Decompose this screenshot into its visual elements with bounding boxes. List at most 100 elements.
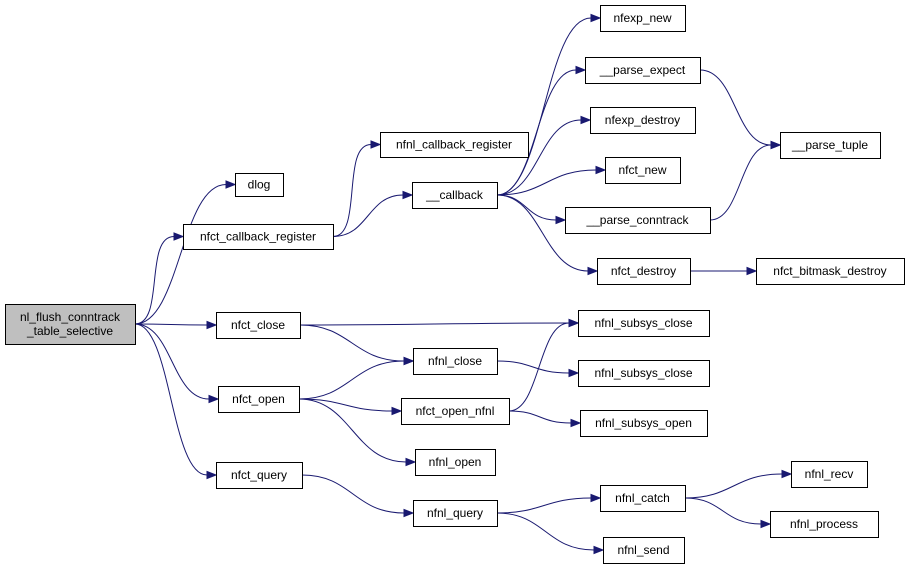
edge-nfct-callback-register-to-nfnl-callback-register [332,140,382,237]
edge-arrowhead [595,165,607,175]
node-box [603,537,685,564]
edge-nfct-destroy-to-nfct-bitmask-destroy [689,266,758,276]
edge-arrowhead [570,418,582,428]
edge-arrowhead [575,65,587,75]
edge-nfnl-close-to-nfnl-subsys-close-2 [496,360,580,378]
edge-arrowhead [402,190,414,200]
edge-line [508,322,570,412]
node-box [597,258,691,285]
node-dlog[interactable]: dlog [235,173,284,197]
edge-nfnl-query-to-nfnl-catch [496,493,602,514]
node-nfct-new[interactable]: nfct_new [605,157,681,184]
edge-arrowhead [208,394,220,404]
edge-line [298,360,405,400]
edge-line [134,236,175,325]
edge-arrowhead [770,140,782,150]
edge-nfnl-query-to-nfnl-send [496,512,605,555]
edge-line [684,473,783,499]
node-label: nfnl_subsys_close [594,366,692,380]
node-nfnl-process[interactable]: nfnl_process [770,511,879,538]
edge-arrowhead [781,469,793,479]
edge-line [496,512,595,551]
node-label: nfct_callback_register [200,230,316,244]
edge-arrowhead [760,519,772,529]
node-box [791,461,868,488]
edge-line [332,144,372,237]
node-nfct-destroy[interactable]: nfct_destroy [597,258,691,285]
node-nfnl-callback-register[interactable]: nfnl_callback_register [380,132,529,158]
node-parse-expect[interactable]: __parse_expect [585,57,701,84]
node-label: nfct_new [618,163,666,177]
edge-nfnl-catch-to-nfnl-recv [684,469,793,499]
edge-nfct-open-nfnl-to-nfnl-subsys-close-1 [508,318,580,412]
edge-line [298,398,393,412]
node-box [216,312,301,339]
node-nfct-bitmask-destroy[interactable]: nfct_bitmask_destroy [756,258,905,285]
node-nfnl-catch[interactable]: nfnl_catch [600,485,686,512]
node-label: nfnl_query [427,506,483,520]
edge-arrowhead [746,266,758,276]
node-parse-tuple[interactable]: __parse_tuple [780,132,881,159]
node-label: nl_flush_conntrack [20,310,121,324]
node-nfnl-send[interactable]: nfnl_send [603,537,685,564]
node-nfnl-recv[interactable]: nfnl_recv [791,461,868,488]
edge-parse-conntrack-to-parse-tuple [709,140,782,221]
edge-line [496,119,582,196]
edge-nfct-open-to-nfnl-close [298,356,415,400]
node-nfct-close[interactable]: nfct_close [216,312,301,339]
node-nfct-open[interactable]: nfct_open [218,386,300,413]
edge-root-to-nfct-query [134,323,218,480]
node-nfexp-destroy[interactable]: nfexp_destroy [590,107,696,134]
node-nfnl-close[interactable]: nfnl_close [413,348,498,375]
node-box [218,386,300,413]
node-box [216,462,303,489]
node-box [565,207,711,234]
nodes-layer: nl_flush_conntrack_table_selectivedlognf… [5,5,905,564]
edge-nfct-close-to-nfnl-subsys-close-1 [299,318,580,328]
node-box [780,132,881,159]
node-nfnl-subsys-close-1[interactable]: nfnl_subsys_close [578,310,710,337]
node-label: nfnl_callback_register [396,138,512,152]
node-label: nfct_query [231,468,287,482]
edge-arrowhead [173,232,185,241]
edge-nfct-query-to-nfnl-query [301,474,415,518]
node-nfnl-subsys-close-2[interactable]: nfnl_subsys_close [578,360,710,387]
node-parse-conntrack[interactable]: __parse_conntrack [565,207,711,234]
edge-root-to-dlog [134,180,237,325]
edge-arrowhead [568,368,580,378]
edge-arrowhead [568,318,580,328]
node-box [600,485,686,512]
node-box [578,310,710,337]
edge-nfct-close-to-nfnl-close [299,324,415,366]
node-box [756,258,905,285]
node-callback[interactable]: __callback [412,182,498,209]
node-nfnl-open[interactable]: nfnl_open [415,449,496,476]
node-box [5,304,136,345]
edge-nfct-open-to-nfnl-open [298,398,417,467]
node-nfexp-new[interactable]: nfexp_new [600,5,686,32]
edge-arrowhead [590,13,602,23]
node-nfnl-subsys-open[interactable]: nfnl_subsys_open [580,410,708,437]
edge-line [134,323,208,476]
edge-callback-to-nfexp-new [496,13,602,196]
node-nfct-open-nfnl[interactable]: nfct_open_nfnl [401,398,510,425]
edge-callback-to-parse-expect [496,65,587,196]
node-label: __parse_conntrack [585,213,689,227]
node-box [183,224,334,250]
edge-callback-to-parse-conntrack [496,194,567,225]
node-nfct-query[interactable]: nfct_query [216,462,303,489]
node-box [605,157,681,184]
node-nfct-callback-register[interactable]: nfct_callback_register [183,224,334,250]
edge-line [496,497,592,514]
node-label: nfexp_destroy [605,113,680,127]
node-label: __callback [425,188,484,202]
node-nfnl-query[interactable]: nfnl_query [413,500,498,527]
node-label: __parse_tuple [791,138,868,152]
edge-root-to-nfct-close [134,320,218,330]
node-box [415,449,496,476]
node-label: dlog [248,178,271,192]
node-box [600,5,686,32]
edge-arrowhead [593,545,605,555]
edge-line [134,323,208,326]
